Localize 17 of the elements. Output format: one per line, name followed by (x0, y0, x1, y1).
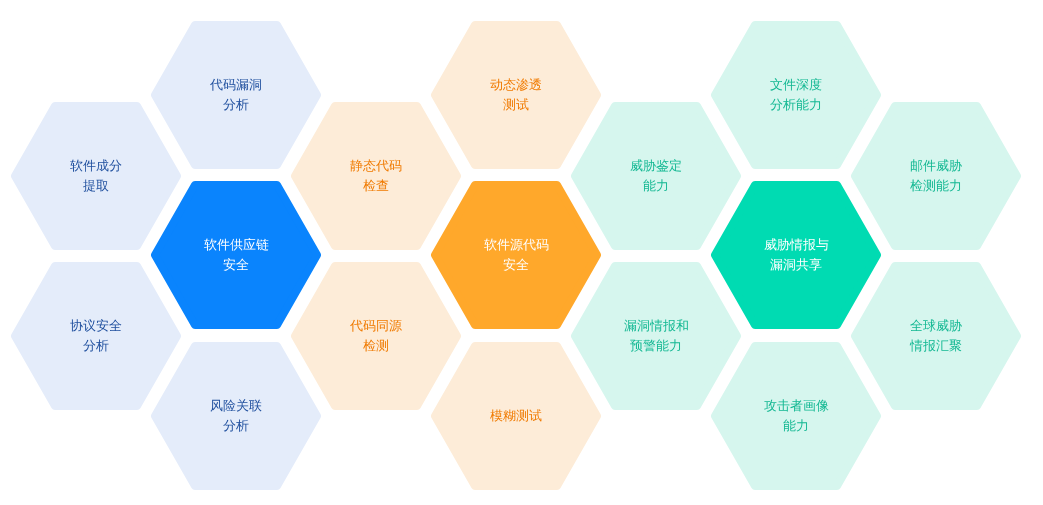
hexagon-tile: 协议安全分析 (11, 262, 181, 410)
hexagon-tile: 软件源代码安全 (431, 181, 601, 329)
hexagon-tile: 动态渗透测试 (431, 21, 601, 169)
hexagon-tile: 威胁情报与漏洞共享 (711, 181, 881, 329)
hexagon-tile: 文件深度分析能力 (711, 21, 881, 169)
hexagon-tile: 全球威胁情报汇聚 (851, 262, 1021, 410)
hexagon-tile: 静态代码检查 (291, 102, 461, 250)
hexagon-tile: 邮件威胁检测能力 (851, 102, 1021, 250)
hexagon-tile: 风险关联分析 (151, 342, 321, 490)
hexagon-tile: 软件成分提取 (11, 102, 181, 250)
hexagon-tile: 代码漏洞分析 (151, 21, 321, 169)
hexagon-tile: 模糊测试 (431, 342, 601, 490)
hexagon-tile: 漏洞情报和预警能力 (571, 262, 741, 410)
hexagon-tile: 威胁鉴定能力 (571, 102, 741, 250)
hexagon-tile: 攻击者画像能力 (711, 342, 881, 490)
hexagon-tile: 代码同源检测 (291, 262, 461, 410)
hexagon-tile: 软件供应链安全 (151, 181, 321, 329)
